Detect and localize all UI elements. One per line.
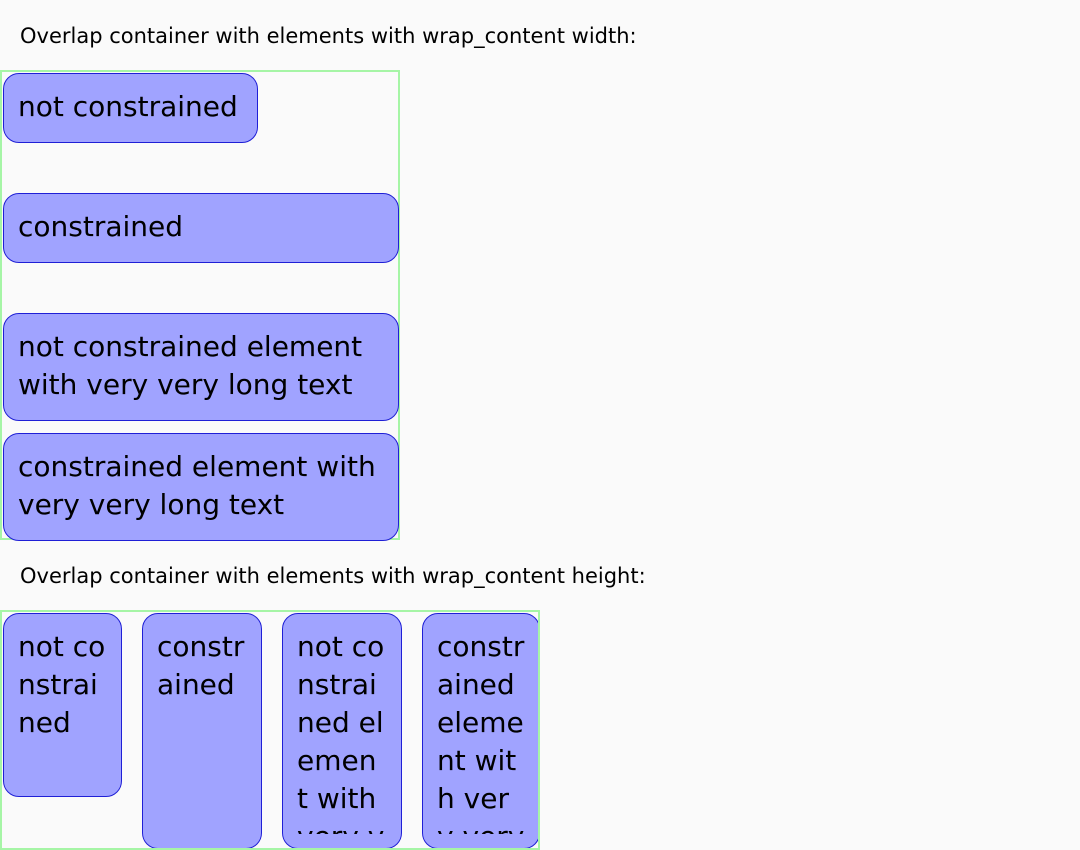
item-not-constrained-vertical: not constrained (3, 613, 122, 797)
item-label: constrained element with very very long … (437, 630, 525, 834)
item-label: constrained (18, 210, 184, 243)
item-label: not constrained (18, 90, 238, 123)
item-constrained-long-vertical: constrained element with very very long … (422, 613, 538, 848)
item-label: constrained element with very very long … (18, 450, 376, 521)
item-label: not constrained element with very very l… (18, 330, 363, 401)
item-not-constrained: not constrained (3, 73, 258, 143)
item-constrained: constrained (3, 193, 399, 263)
item-label: constrained (157, 630, 245, 701)
item-label: not constrained (18, 630, 106, 739)
overlap-container-wrap-height: not constrained constrained not constrai… (0, 610, 540, 850)
item-constrained-long: constrained element with very very long … (3, 433, 399, 541)
item-not-constrained-long-vertical: not constrained element with very very l… (282, 613, 402, 848)
section-width-heading: Overlap container with elements with wra… (20, 24, 637, 48)
item-label: not constrained element with very very l… (297, 630, 385, 834)
item-not-constrained-long: not constrained element with very very l… (3, 313, 399, 421)
item-constrained-vertical: constrained (142, 613, 262, 848)
section-height-heading: Overlap container with elements with wra… (20, 564, 646, 588)
overlap-container-wrap-width: not constrained constrained not constrai… (0, 70, 400, 541)
